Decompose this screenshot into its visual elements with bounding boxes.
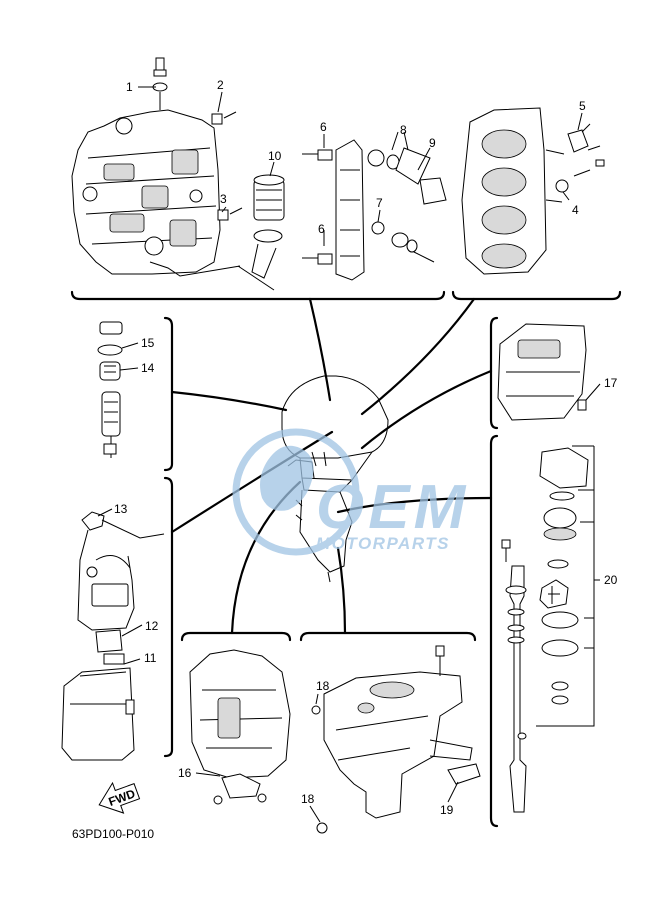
callout-19: 19 bbox=[440, 803, 454, 817]
water-pump-assembly bbox=[501, 445, 595, 813]
section-brackets bbox=[70, 290, 622, 828]
callout-1: 1 bbox=[126, 80, 133, 94]
watermark-ring bbox=[232, 428, 360, 556]
watermark-emblem bbox=[260, 445, 314, 511]
oil-pan bbox=[497, 323, 587, 421]
callout-11: 11 bbox=[144, 651, 157, 665]
diagram-code: 63PD100-P010 bbox=[72, 827, 154, 841]
callout-2: 2 bbox=[217, 78, 224, 92]
connector-lines bbox=[170, 297, 493, 635]
engine-block bbox=[71, 57, 285, 291]
callout-14: 14 bbox=[141, 361, 155, 375]
callout-3: 3 bbox=[220, 192, 227, 206]
callout-16: 16 bbox=[178, 766, 192, 780]
watermark: OEM MOTORPARTS bbox=[232, 428, 469, 556]
fwd-indicator: FWD bbox=[98, 781, 141, 814]
callout-labels: 1 2 3 4 5 6 6 7 8 9 10 11 12 13 14 15 16… bbox=[114, 78, 618, 817]
callout-7: 7 bbox=[376, 196, 383, 210]
callout-13: 13 bbox=[114, 502, 128, 516]
watermark-sub: MOTORPARTS bbox=[316, 534, 450, 553]
callout-9: 9 bbox=[429, 136, 436, 150]
callout-18b: 18 bbox=[301, 792, 315, 806]
watermark-brand: OEM bbox=[316, 473, 469, 542]
callout-5: 5 bbox=[579, 99, 586, 113]
callout-17: 17 bbox=[604, 376, 618, 390]
leader-lines bbox=[97, 86, 601, 823]
callout-8: 8 bbox=[400, 123, 407, 137]
callout-20: 20 bbox=[604, 573, 618, 587]
mounting-bracket bbox=[189, 649, 291, 805]
callout-15: 15 bbox=[141, 336, 155, 350]
fuel-pump-set bbox=[97, 321, 123, 458]
exhaust-cover-assembly bbox=[302, 139, 447, 281]
callout-18a: 18 bbox=[316, 679, 330, 693]
callout-4: 4 bbox=[572, 203, 579, 217]
callout-12: 12 bbox=[145, 619, 159, 633]
fuel-tank-assembly bbox=[61, 511, 165, 761]
callout-6a: 6 bbox=[320, 120, 327, 134]
callout-10: 10 bbox=[268, 149, 282, 163]
lower-case bbox=[311, 645, 481, 834]
cylinder-head bbox=[461, 107, 605, 275]
callout-6b: 6 bbox=[318, 222, 325, 236]
